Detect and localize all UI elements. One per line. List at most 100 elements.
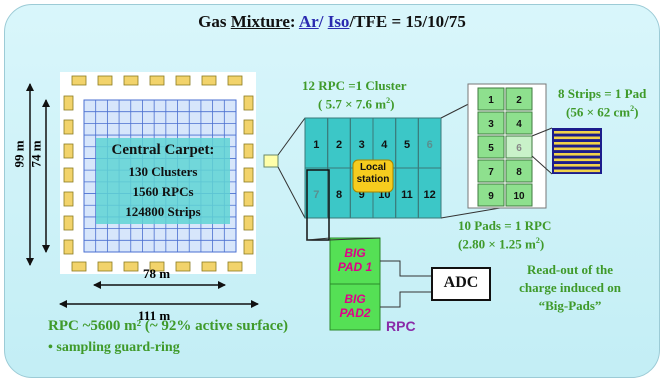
strip [554,153,600,156]
guard-ring-detector [63,119,74,135]
guard-ring-detector [243,239,254,255]
strip [554,147,600,151]
bigpad2-wire [380,291,432,308]
zoom-line-strip-bottom [531,155,553,175]
guard-ring-detector [123,75,139,86]
pads-label-line2: (2.80 × 1.25 m2) [458,236,544,252]
rpc-pad-label: 4 [516,119,522,130]
rpc-pad [505,135,533,159]
rpc-pad [505,159,533,183]
rpc-pad [505,87,533,111]
zoom-line-strip-top [531,127,553,137]
cluster-cell-label: 3 [359,139,365,151]
adc-label: ADC [443,274,479,291]
cluster-cell-label: 12 [424,189,436,201]
strip-size-end: ) [634,104,639,120]
strip-lines [554,131,600,173]
bigpad2-line1: BIG [344,292,366,306]
zoom-line-bottom [277,166,306,219]
bigpad1-wire [380,260,432,277]
rpc-pad [505,111,533,135]
strip-size: (56 × 62 cm [566,104,631,120]
title-mixture-word: Mixture [230,12,290,31]
rpc-7-outline [306,169,330,241]
strip [554,142,600,145]
inner-height-label: 74 m [28,140,44,168]
cluster-cell-label: 2 [336,139,342,151]
guard-ring-detector [243,167,254,183]
guard-ring-detector [175,75,191,86]
inner-width-label: 78 m [143,266,171,281]
carpet-cluster-highlight [263,154,279,168]
pad-size: (2.80 × 1.25 m [458,236,536,252]
guard-ring-detector [227,261,243,272]
rpc-pad [477,87,505,111]
strip [554,158,600,162]
rpc-pad-label: 8 [516,167,522,178]
guard-ring-detector [63,143,74,159]
cluster-cell-label: 8 [336,189,342,201]
local-station-box [352,159,394,193]
guard-ring-detector [63,95,74,111]
rpc-pad-label: 2 [516,95,522,106]
guard-ring-detector [63,215,74,231]
guard-ring-detector [71,261,87,272]
footer-line1: RPC ~5600 m² (~ 92% active surface) [48,318,289,334]
guard-ring-detector [175,261,191,272]
cluster-cell-label: 1 [313,139,319,151]
title-ar: Ar [298,12,319,31]
guard-ring-detector [63,191,74,207]
title-sep: / [318,12,328,31]
strips-label-line2: (56 × 62 cm2) [566,104,638,120]
guard-ring-detector [97,75,113,86]
rpc-pad [477,183,505,207]
rpc-pad [477,111,505,135]
pads-label-line1: 10 Pads = 1 RPC [458,218,552,233]
carpet-grid [83,99,237,253]
strip [554,131,600,134]
cluster-cell-label: 11 [401,189,413,201]
guard-ring-detector [63,167,74,183]
cluster-size-end: ) [390,96,395,112]
rpc-pad-label: 3 [488,119,494,130]
carpet-heading: Central Carpet: [111,142,215,158]
cluster-cell-label: 9 [359,189,365,201]
cluster-cell-label: 6 [427,139,433,151]
readout-line1: Read-out of the [527,262,613,277]
carpet-text-box [96,138,230,224]
title-prefix: Gas [198,12,231,31]
guard-ring-detector [123,261,139,272]
guard-ring-detector [243,95,254,111]
strip [554,169,600,173]
cluster-cell-label: 4 [381,139,388,151]
pad-size-sup: 2 [535,236,540,245]
cluster-label-line1: 12 RPC =1 Cluster [302,78,407,93]
strip-size-sup: 2 [630,104,635,113]
guard-ring-detector [201,261,217,272]
gas-mixture-title: Gas Mixture: Ar/ Iso/TFE = 15/10/75 [0,12,664,32]
strip [554,136,600,140]
bigpad2-line2: PAD2 [339,306,371,320]
cluster-size-sup: 2 [386,96,391,105]
rpc-pad-label: 10 [513,191,525,202]
station-line2: station [356,174,390,185]
guard-ring-detector [243,191,254,207]
station-line1: Local [359,162,387,173]
rpc-pad [505,183,533,207]
strip-pad [552,128,602,174]
guard-ring-detector [201,75,217,86]
guard-ring-detector [243,143,254,159]
strips-label-line1: 8 Strips = 1 Pad [558,86,647,101]
carpet-clusters: 130 Clusters [128,164,198,179]
cluster-label-line2: ( 5.7 × 7.6 m2) [318,96,394,112]
zoom-line-bigpad-top [306,237,331,241]
cluster-cell-label: 5 [404,139,410,151]
cluster-size: ( 5.7 × 7.6 m [318,96,387,112]
cluster-cell [417,167,442,219]
zoom-line-bigpad-top-right [328,237,381,241]
title-colon: : [289,12,299,31]
strip [554,164,600,167]
